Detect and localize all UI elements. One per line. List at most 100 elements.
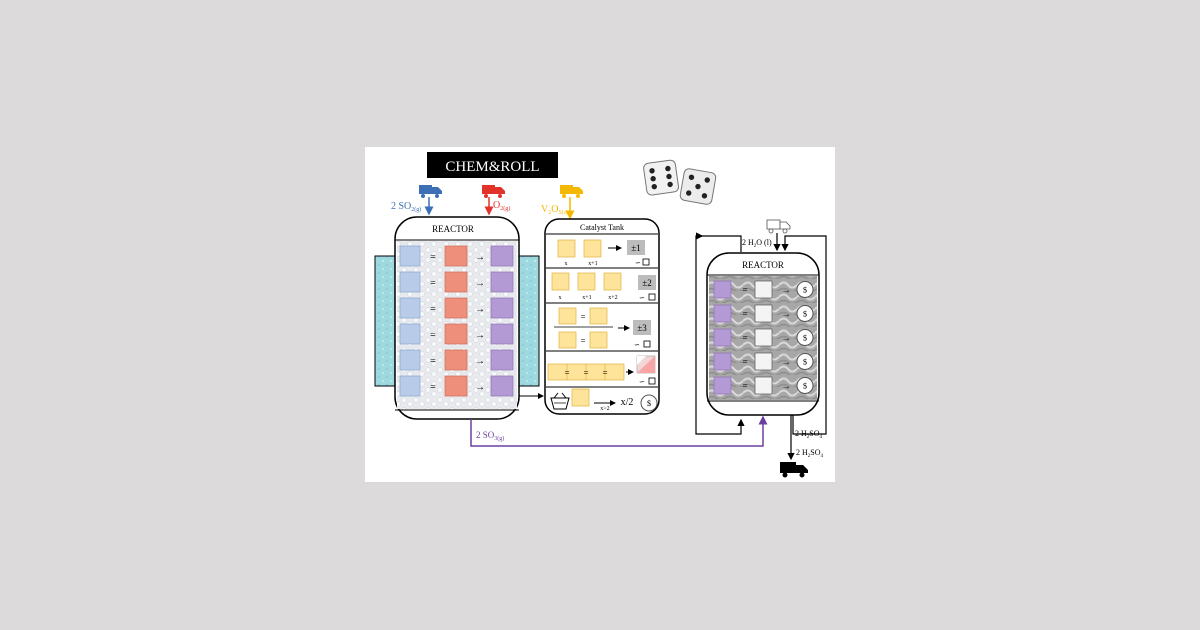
so2-slot[interactable] — [399, 245, 421, 267]
tile-label: x — [559, 295, 562, 301]
equal-sign: = — [742, 309, 747, 319]
truck-icon[interactable] — [560, 185, 583, 198]
truck-icon[interactable] — [419, 185, 442, 198]
so2-slot[interactable] — [399, 323, 421, 345]
catalyst-tile[interactable] — [589, 331, 608, 349]
share-icon[interactable] — [642, 258, 650, 266]
modifier-badge-2[interactable] — [638, 275, 656, 290]
reroll-icon[interactable]: ∽ — [635, 259, 641, 267]
modifier-badge-text: ±1 — [631, 243, 640, 253]
so3-slot[interactable] — [490, 271, 514, 293]
water-slot[interactable] — [754, 376, 773, 395]
coin-icon[interactable]: $ — [796, 281, 814, 298]
so3-slot[interactable] — [713, 328, 732, 347]
equal-sign: = — [430, 278, 436, 289]
svg-text:$: $ — [647, 399, 651, 408]
water-slot[interactable] — [754, 280, 773, 299]
arrow-glyph: → — [782, 357, 791, 367]
share-icon[interactable] — [648, 377, 656, 385]
coin-icon[interactable]: $ — [796, 305, 814, 322]
modifier-badge-1[interactable] — [627, 240, 645, 255]
wildcard-tile[interactable] — [636, 355, 656, 374]
truck-icon[interactable] — [482, 185, 505, 198]
recirculation-line-right — [781, 235, 827, 435]
so3-slot[interactable] — [490, 245, 514, 267]
so3-flow-line — [470, 415, 768, 447]
svg-text:$: $ — [803, 358, 807, 367]
so2-slot[interactable] — [399, 297, 421, 319]
catalyst-tile[interactable] — [571, 388, 590, 407]
game-board: CHEM&ROLL 2 SO2(g) O2(g) V2O5(s) — [365, 147, 835, 482]
equal-sign: = — [564, 368, 569, 378]
equal-sign: = — [430, 382, 436, 393]
o2-slot[interactable] — [444, 297, 468, 319]
so2-slot[interactable] — [399, 375, 421, 397]
so3-slot[interactable] — [713, 304, 732, 323]
coin-icon[interactable]: $ — [796, 353, 814, 370]
so3-slot[interactable] — [490, 323, 514, 345]
arrow-glyph: → — [475, 356, 485, 367]
condition-label: x>2 — [600, 406, 609, 412]
catalyst-tile[interactable] — [558, 307, 577, 325]
catalyst-tile[interactable] — [558, 331, 577, 349]
water-slot[interactable] — [754, 304, 773, 323]
catalyst-tile[interactable] — [589, 307, 608, 325]
o2-slot[interactable] — [444, 323, 468, 345]
so2-slot[interactable] — [399, 271, 421, 293]
so3-slot[interactable] — [713, 280, 732, 299]
water-slot[interactable] — [754, 352, 773, 371]
water-slot[interactable] — [754, 328, 773, 347]
o2-slot[interactable] — [444, 375, 468, 397]
coin-icon[interactable]: $ — [640, 394, 658, 412]
tile-label: x — [565, 261, 568, 267]
share-icon[interactable] — [643, 340, 651, 348]
reroll-icon[interactable]: ∽ — [639, 378, 645, 386]
product-label-2: 2 H2SO4 — [796, 448, 824, 459]
so3-slot[interactable] — [490, 375, 514, 397]
modifier-badge-3[interactable] — [633, 320, 651, 335]
svg-text:$: $ — [803, 286, 807, 295]
catalyst-tile[interactable] — [603, 272, 622, 291]
reroll-icon[interactable]: ∽ — [634, 341, 640, 349]
reroll-icon[interactable]: ∽ — [639, 294, 645, 302]
equal-sign: = — [742, 285, 747, 295]
coin-icon[interactable]: $ — [796, 329, 814, 346]
arrow-glyph: → — [782, 333, 791, 343]
equal-sign: = — [602, 368, 607, 378]
equal-sign: = — [742, 357, 747, 367]
catalyst-tile[interactable] — [577, 272, 596, 291]
arrow-glyph: → — [782, 309, 791, 319]
so3-slot[interactable] — [713, 352, 732, 371]
truck-icon[interactable] — [766, 219, 791, 234]
o2-slot[interactable] — [444, 271, 468, 293]
equal-sign: = — [430, 356, 436, 367]
catalyst-tile[interactable] — [557, 239, 576, 258]
o2-input-label: O2(g) — [493, 200, 510, 212]
catalyst-tank: Catalyst Tank x x+1 ±1 ∽ x x+1 x+2 ±2 ∽ … — [544, 218, 660, 415]
catalyst-tile[interactable] — [551, 272, 570, 291]
arrow-glyph: → — [475, 278, 485, 289]
so3-slot[interactable] — [490, 349, 514, 371]
basket-icon[interactable] — [550, 392, 570, 410]
dice-icon[interactable] — [643, 159, 717, 206]
truck-icon[interactable] — [780, 462, 808, 478]
catalyst-tile[interactable] — [583, 239, 602, 258]
reactor-1-label: REACTOR — [432, 224, 474, 234]
coin-icon[interactable]: $ — [796, 377, 814, 394]
so3-slot[interactable] — [490, 297, 514, 319]
o2-slot[interactable] — [444, 245, 468, 267]
game-title: CHEM&ROLL — [445, 159, 539, 175]
catalyst-tank-label: Catalyst Tank — [580, 223, 624, 232]
arrow-glyph: → — [475, 382, 485, 393]
arrow-glyph: → — [782, 285, 791, 295]
equal-sign: = — [742, 381, 747, 391]
share-icon[interactable] — [648, 293, 656, 301]
arrow-glyph: → — [475, 304, 485, 315]
svg-text:$: $ — [803, 382, 807, 391]
title-banner: CHEM&ROLL — [427, 152, 558, 178]
reactor-2: REACTOR =→$=→$=→$=→$=→$ — [706, 252, 820, 416]
arrow-glyph: → — [475, 252, 485, 263]
so2-slot[interactable] — [399, 349, 421, 371]
so3-slot[interactable] — [713, 376, 732, 395]
o2-slot[interactable] — [444, 349, 468, 371]
